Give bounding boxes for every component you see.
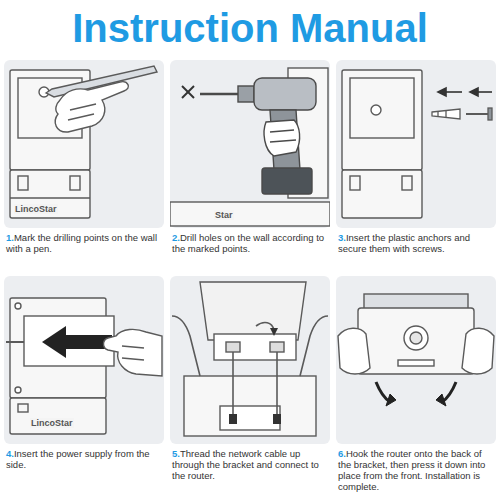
- step-panel: 6.Hook the router onto the back of the b…: [336, 276, 496, 444]
- step-panel: 1.Mark the drilling points on the wall w…: [4, 60, 164, 228]
- step-panel: 3.Insert the plastic anchors and secure …: [336, 60, 496, 228]
- step-caption: 4.Insert the power supply from the side.: [6, 448, 164, 470]
- step-caption: 5.Thread the network cable up through th…: [172, 448, 330, 481]
- step-caption: 6.Hook the router onto the back of the b…: [338, 448, 496, 492]
- step-number: 2.: [172, 232, 180, 243]
- step-panel: 2.Drill holes on the wall according to t…: [170, 60, 330, 228]
- step-number: 6.: [338, 448, 346, 459]
- drilling-illustration: [170, 60, 330, 228]
- step-caption: 1.Mark the drilling points on the wall w…: [6, 232, 164, 254]
- router-mount-illustration: [336, 276, 496, 444]
- step-caption: 2.Drill holes on the wall according to t…: [172, 232, 330, 254]
- marking-illustration: [4, 60, 164, 228]
- brand-label: LincoStar: [14, 204, 58, 214]
- step-number: 3.: [338, 232, 346, 243]
- step-panel: 4.Insert the power supply from the side.…: [4, 276, 164, 444]
- brand-label: Star: [214, 210, 234, 220]
- step-text: Insert the plastic anchors and secure th…: [338, 232, 470, 254]
- step-panel: 5.Thread the network cable up through th…: [170, 276, 330, 444]
- step-text: Mark the drilling points on the wall wit…: [6, 232, 157, 254]
- step-text: Drill holes on the wall according to the…: [172, 232, 324, 254]
- step-number: 4.: [6, 448, 14, 459]
- power-supply-illustration: [4, 276, 164, 444]
- step-text: Thread the network cable up through the …: [172, 448, 319, 481]
- step-number: 1.: [6, 232, 14, 243]
- cable-illustration: [170, 276, 330, 444]
- step-text: Insert the power supply from the side.: [6, 448, 150, 470]
- step-number: 5.: [172, 448, 180, 459]
- page-title: Instruction Manual: [0, 4, 500, 52]
- brand-label: LincoStar: [30, 418, 74, 428]
- anchor-illustration: [336, 60, 496, 228]
- step-caption: 3.Insert the plastic anchors and secure …: [338, 232, 496, 254]
- step-text: Hook the router onto the back of the bra…: [338, 448, 485, 492]
